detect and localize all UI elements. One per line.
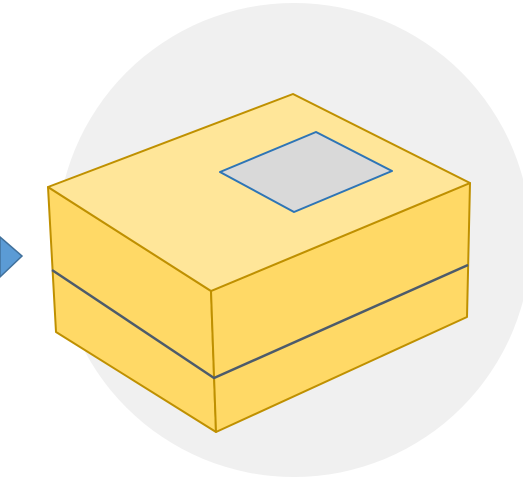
right-arrow-icon bbox=[0, 237, 22, 277]
